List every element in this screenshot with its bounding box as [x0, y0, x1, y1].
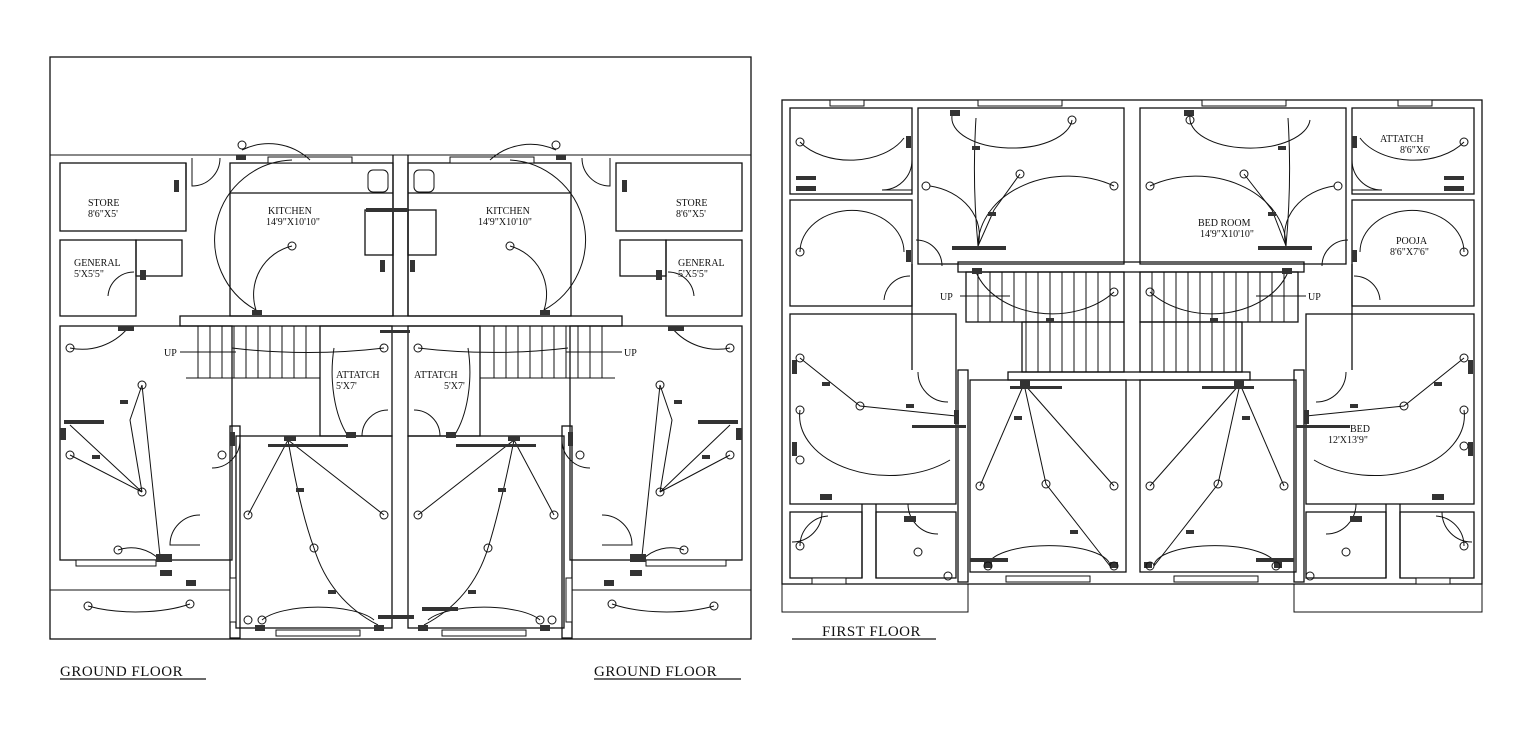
bedroom-label-ff: BED ROOM — [1198, 218, 1251, 229]
bed-size-ff: 12'X13'9" — [1328, 435, 1368, 446]
general-room-left — [59, 239, 137, 317]
ground-fixtures — [60, 155, 742, 631]
store-label-left: STORE — [88, 198, 120, 209]
up-label-ff-left: UP — [940, 292, 953, 303]
first-wiring — [799, 115, 1465, 567]
attatch-size-left: 5'X7' — [336, 381, 357, 392]
room-ff-br — [1139, 379, 1297, 573]
room-ff-bl — [969, 379, 1127, 573]
attatch-size-ff: 8'6"X6' — [1400, 145, 1430, 156]
bed-ff — [1305, 313, 1475, 505]
general-room-right — [665, 239, 743, 317]
store-room-right — [615, 162, 743, 232]
ground-windows — [75, 156, 727, 637]
first-doors — [791, 159, 1473, 543]
attatch-label-ff: ATTATCH — [1380, 134, 1424, 145]
store-size-left: 8'6"X5' — [88, 209, 118, 220]
store-size-right: 8'6"X5' — [676, 209, 706, 220]
up-label-ff-right: UP — [1308, 292, 1321, 303]
ground-outlets — [65, 140, 735, 625]
hall-right — [569, 325, 743, 561]
first-floor-boundary — [781, 99, 1483, 585]
general-size-right: 5'X5'5" — [678, 269, 708, 280]
bed-label-ff: BED — [1350, 424, 1370, 435]
first-windows — [811, 99, 1451, 585]
title-ground-floor-left: GROUND FLOOR — [60, 664, 183, 680]
general-label-right: GENERAL — [678, 258, 725, 269]
ground-plot-boundary — [49, 56, 752, 640]
kitchen-left — [229, 162, 394, 317]
store-room-left — [59, 162, 187, 232]
room-ff-ml — [789, 313, 957, 505]
room-ff-top-left — [917, 107, 1125, 265]
hall-left — [59, 325, 233, 561]
room-ff-l2 — [789, 199, 913, 307]
kitchen-label-right: KITCHEN — [486, 206, 530, 217]
attatch-label-right: ATTATCH — [414, 370, 458, 381]
attatch-size-right: 5'X7' — [444, 381, 465, 392]
store-label-right: STORE — [676, 198, 708, 209]
bedroom-ff — [1139, 107, 1347, 265]
first-outlets — [795, 115, 1469, 581]
attatch-ff — [1351, 107, 1475, 195]
ground-floor-plan: STORE 8'6"X5' KITCHEN 14'9"X10'10" GENER… — [49, 56, 752, 640]
first-floor-plan: ATTATCH 8'6"X6' BED ROOM 14'9"X10'10" PO… — [781, 99, 1483, 613]
pooja-label-ff: POOJA — [1396, 236, 1428, 247]
title-first-floor: FIRST FLOOR — [822, 624, 921, 640]
kitchen-size-right: 14'9"X10'10" — [478, 217, 532, 228]
title-ground-floor-right: GROUND FLOOR — [594, 664, 717, 680]
room-left-bottom — [235, 435, 393, 629]
stair-treads-ground — [180, 326, 622, 379]
kitchen-label-left: KITCHEN — [268, 206, 312, 217]
room-ff-tl — [789, 107, 913, 195]
ground-wiring — [69, 143, 731, 626]
first-fixtures — [792, 110, 1473, 568]
up-label-right: UP — [624, 348, 637, 359]
kitchen-size-left: 14'9"X10'10" — [266, 217, 320, 228]
pooja-size-ff: 8'6"X7'6" — [1390, 247, 1429, 258]
general-size-left: 5'X5'5" — [74, 269, 104, 280]
attatch-label-left: ATTATCH — [336, 370, 380, 381]
ground-doors — [107, 157, 695, 546]
bedroom-size-ff: 14'9"X10'10" — [1200, 229, 1254, 240]
up-label-left: UP — [164, 348, 177, 359]
general-label-left: GENERAL — [74, 258, 121, 269]
stair-landing — [179, 315, 623, 327]
room-right-bottom — [407, 435, 565, 629]
